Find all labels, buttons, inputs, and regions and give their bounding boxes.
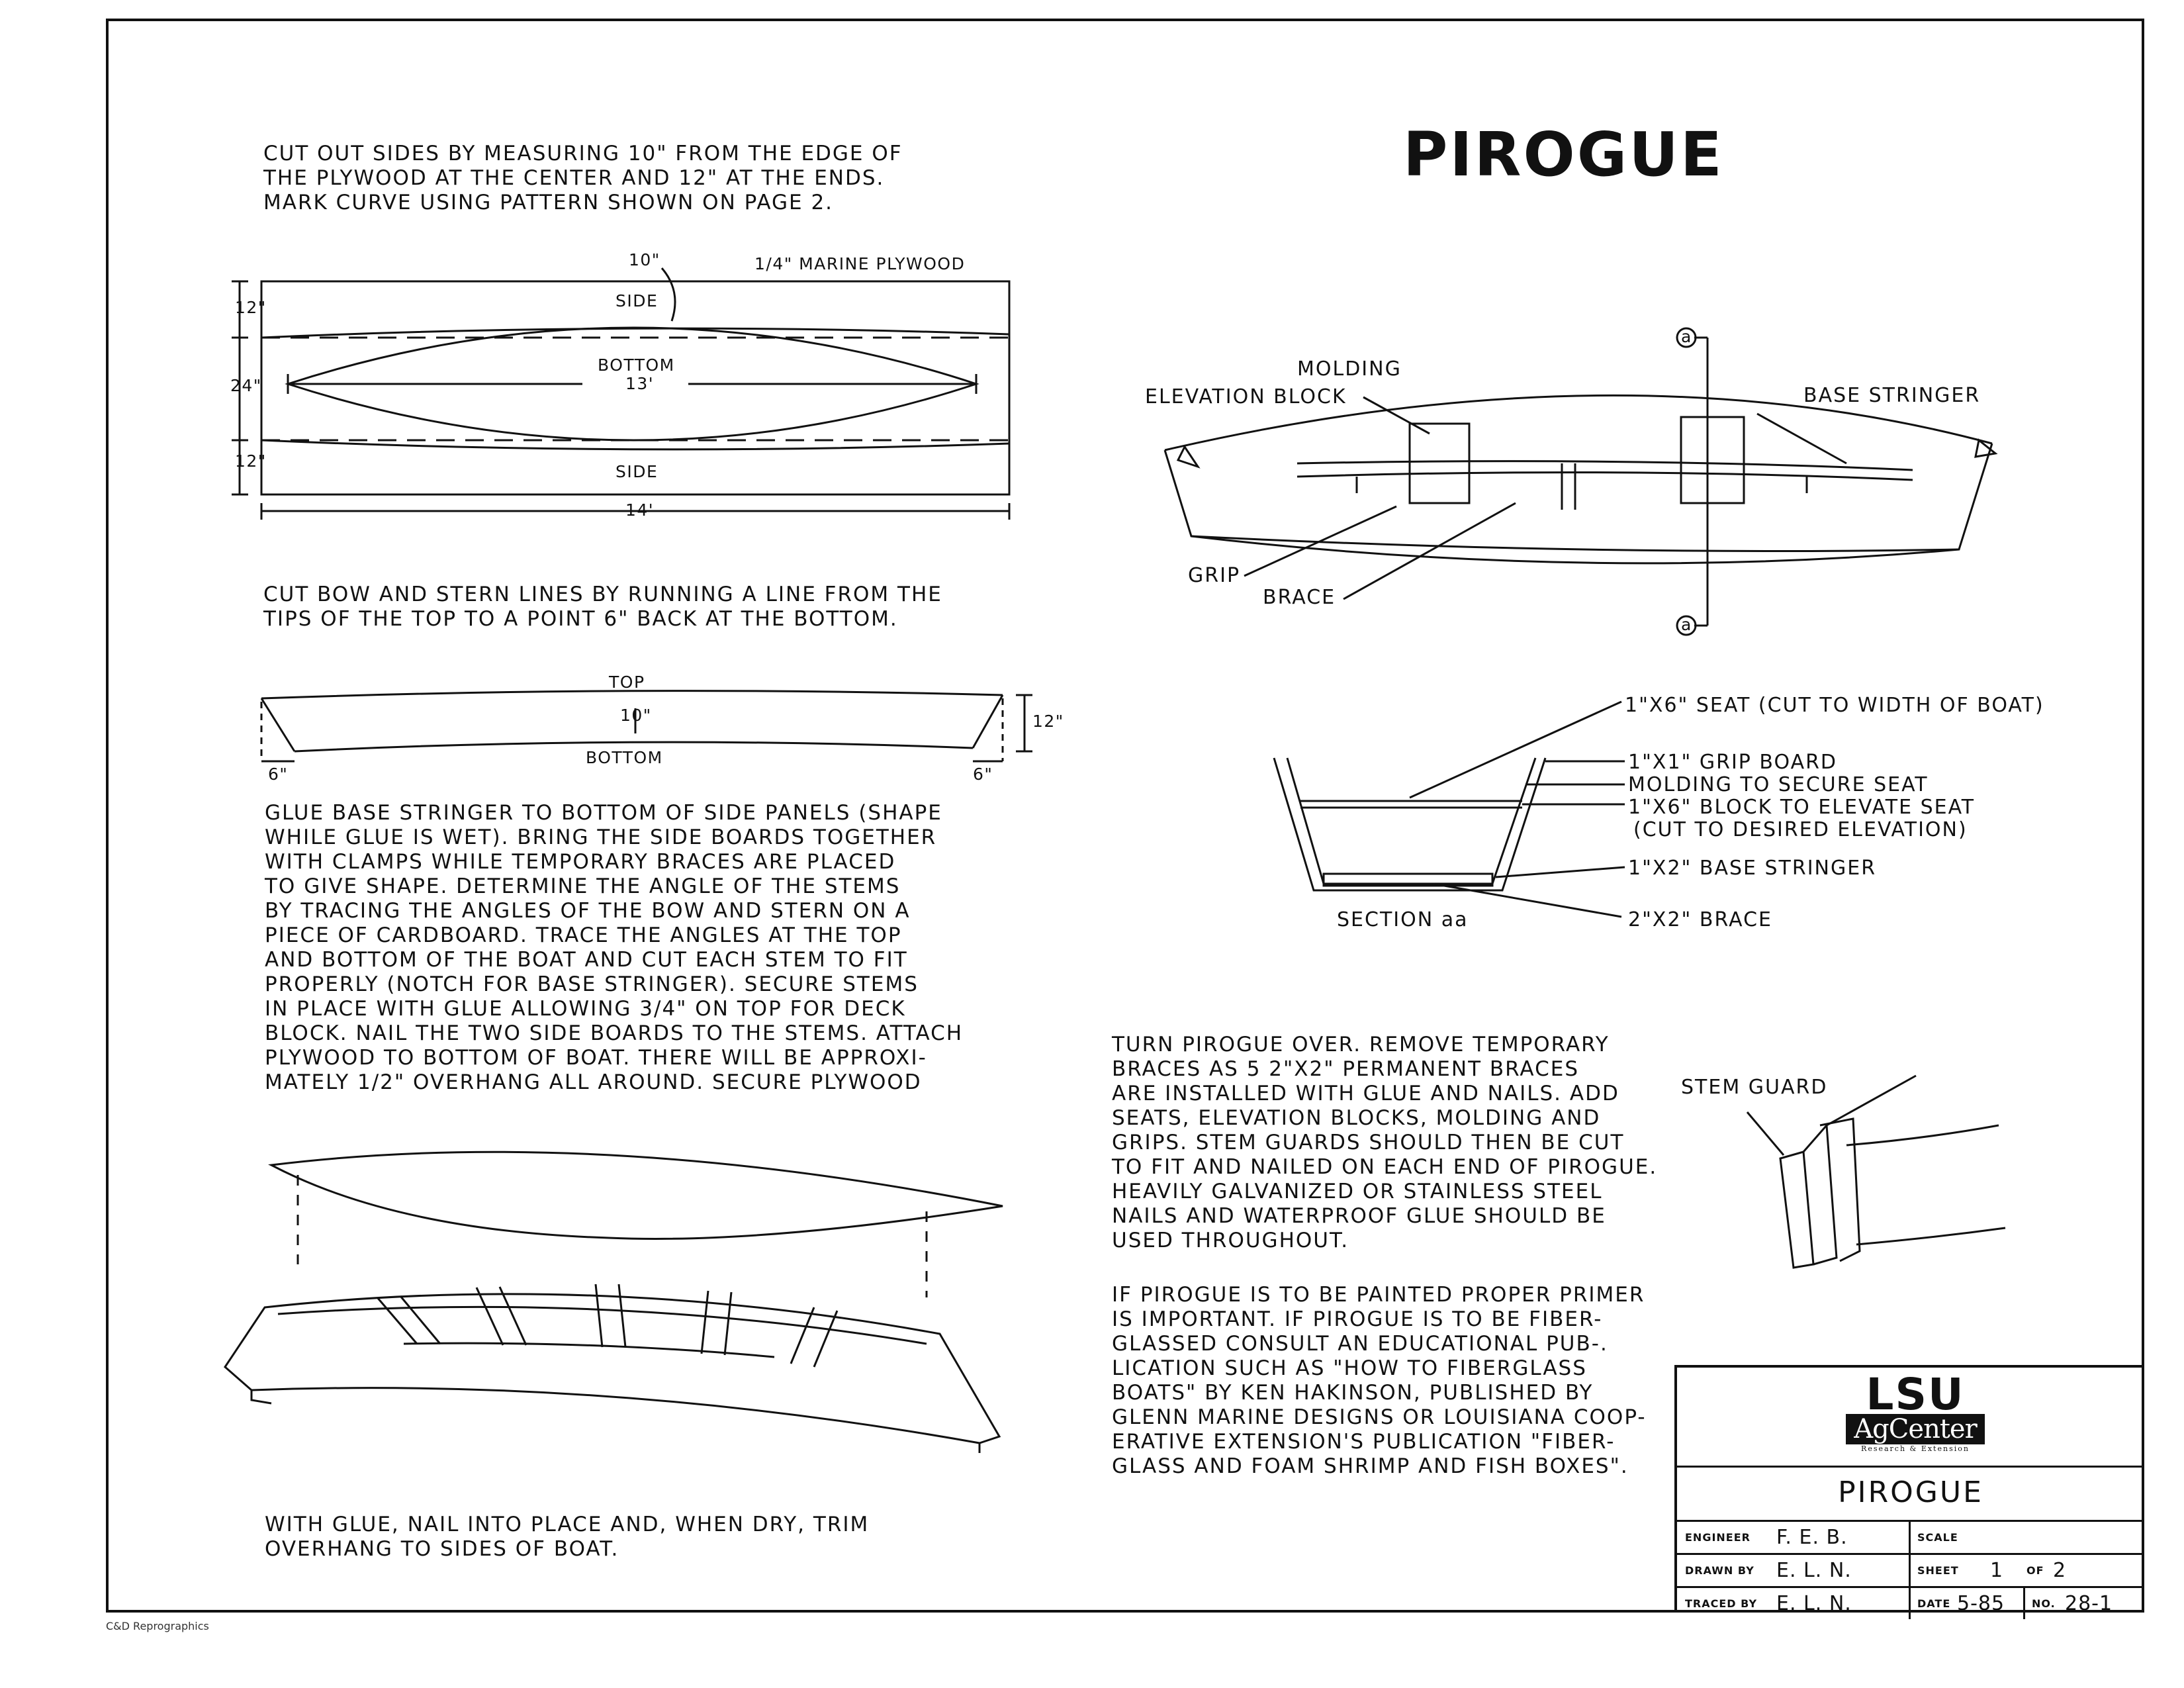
scale-label: SCALE	[1917, 1531, 1958, 1544]
stem-guard-label: STEM GUARD	[1681, 1076, 1828, 1099]
boat-elevation-block-label: ELEVATION BLOCK	[1145, 385, 1347, 408]
engineer-value: F. E. B.	[1776, 1526, 1848, 1549]
plywood-bottom-piece	[268, 1150, 1003, 1240]
instruction-turn-over: TURN PIROGUE OVER. REMOVE TEMPORARY BRAC…	[1112, 1033, 1658, 1252]
drawn-by-value: E. L. N.	[1776, 1559, 1852, 1582]
stem-guard-drawing	[1746, 1074, 2006, 1269]
profile-left-offset: 6"	[268, 765, 289, 784]
profile-mid-dim: 10"	[620, 706, 652, 725]
plywood-side-top-label: SIDE	[615, 291, 659, 310]
boat-base-stringer-label: BASE STRINGER	[1803, 384, 1981, 407]
plywood-dim-24: 24"	[230, 376, 262, 395]
section-molding-label: MOLDING TO SECURE SEAT	[1628, 773, 1929, 796]
boat-molding-label: MOLDING	[1297, 357, 1402, 381]
profile-right-dim: 12"	[1032, 712, 1064, 731]
drawing-no-label: NO.	[2032, 1597, 2056, 1610]
boat-grip-label: GRIP	[1188, 564, 1241, 587]
profile-bottom-label: BOTTOM	[586, 748, 663, 767]
logo-lsu-text: LSU	[1866, 1369, 1965, 1420]
profile-right-offset: 6"	[973, 765, 993, 784]
plywood-layout-diagram	[232, 267, 1011, 520]
plywood-dim-10: 10"	[629, 250, 660, 269]
drawing-no-value: 28-1	[2065, 1592, 2113, 1615]
section-grip-board-label: 1"X1" GRIP BOARD	[1628, 751, 1838, 774]
traced-by-label: TRACED BY	[1685, 1597, 1758, 1610]
title-block-row-drawn: DRAWN BY E. L. N. SHEET 1 OF 2	[1677, 1555, 2144, 1588]
plywood-dim-12-top: 12"	[235, 298, 267, 317]
sheet-value: 1	[1990, 1559, 2004, 1582]
sheet-label: SHEET	[1917, 1564, 1959, 1577]
date-label: DATE	[1917, 1597, 1951, 1610]
footer-credit: C&D Reprographics	[106, 1620, 209, 1632]
boat-brace-label: BRACE	[1263, 586, 1336, 609]
title-block: LSU AgCenter Research & Extension PIROGU…	[1674, 1365, 2144, 1619]
date-value: 5-85	[1957, 1592, 2005, 1615]
instruction-nail-trim: WITH GLUE, NAIL INTO PLACE AND, WHEN DRY…	[265, 1513, 870, 1561]
open-hull-drawing	[224, 1284, 1001, 1453]
plywood-side-bottom-label: SIDE	[615, 462, 659, 481]
plywood-dim-12-bottom: 12"	[235, 451, 267, 471]
section-block-label: 1"X6" BLOCK TO ELEVATE SEAT	[1628, 796, 1976, 819]
section-aa-title: SECTION aa	[1337, 908, 1469, 931]
profile-top-label: TOP	[609, 673, 645, 692]
logo-subtitle: Research & Extension	[1861, 1444, 1970, 1453]
instruction-painting: IF PIROGUE IS TO BE PAINTED PROPER PRIME…	[1112, 1283, 1647, 1478]
sheet-total-value: 2	[2053, 1559, 2067, 1582]
section-block-note: (CUT TO DESIRED ELEVATION)	[1633, 818, 1968, 841]
section-brace-label: 2"X2" BRACE	[1628, 908, 1772, 931]
page-title: PIROGUE	[1403, 119, 1724, 190]
instruction-cut-sides: CUT OUT SIDES BY MEASURING 10" FROM THE …	[263, 142, 903, 214]
boat-perspective-drawing	[1163, 327, 1998, 636]
logo-agcenter-text: AgCenter	[1846, 1414, 1985, 1444]
plywood-bottom-label: BOTTOM	[598, 355, 675, 375]
engineer-label: ENGINEER	[1685, 1531, 1751, 1544]
side-profile-diagram	[260, 690, 1032, 763]
sheet-of-label: OF	[2026, 1564, 2044, 1577]
instruction-bow-stern: CUT BOW AND STERN LINES BY RUNNING A LIN…	[263, 583, 942, 631]
instruction-glue-stringer: GLUE BASE STRINGER TO BOTTOM OF SIDE PAN…	[265, 801, 964, 1094]
title-block-row-traced: TRACED BY E. L. N. DATE 5-85 NO. 28-1	[1677, 1588, 2144, 1619]
title-block-row-engineer: ENGINEER F. E. B. SCALE	[1677, 1522, 2144, 1555]
section-aa-drawing	[1273, 700, 1625, 918]
section-seat-label: 1"X6" SEAT (CUT TO WIDTH OF BOAT)	[1625, 694, 2044, 717]
plywood-material-label: 1/4" MARINE PLYWOOD	[754, 254, 966, 273]
drawing-border	[106, 19, 2144, 1613]
title-block-logo-area: LSU AgCenter Research & Extension	[1677, 1368, 2144, 1468]
lsu-agcenter-logo: LSU AgCenter Research & Extension	[1846, 1369, 1985, 1455]
section-stringer-label: 1"X2" BASE STRINGER	[1628, 857, 1877, 880]
drawn-by-label: DRAWN BY	[1685, 1564, 1754, 1577]
title-block-name: PIROGUE	[1677, 1466, 2144, 1522]
plywood-bottom-length: 13'	[625, 374, 655, 393]
plywood-overall-length: 14'	[625, 500, 655, 520]
traced-by-value: E. L. N.	[1776, 1592, 1852, 1615]
section-mark-top: a	[1681, 327, 1692, 346]
section-mark-bottom: a	[1681, 615, 1692, 634]
